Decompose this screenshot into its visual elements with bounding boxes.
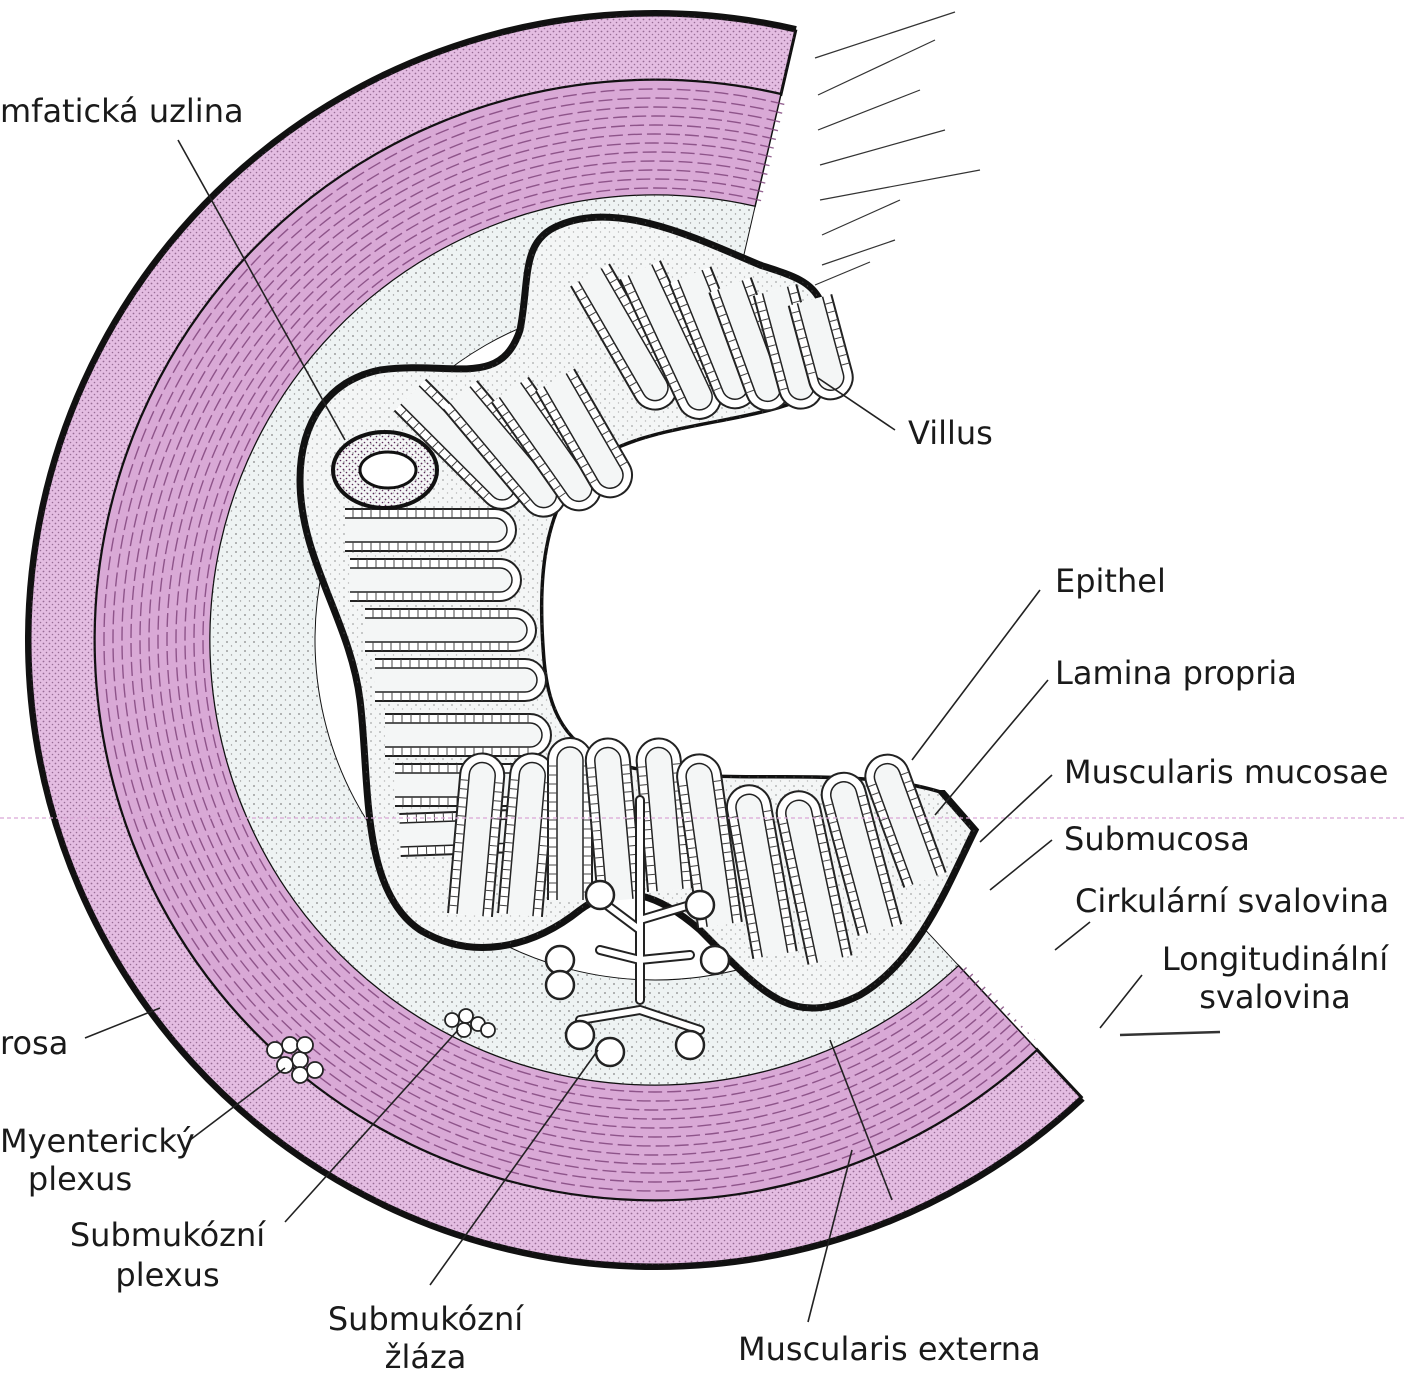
gland-acinus: [686, 891, 714, 919]
mesentery-line: [818, 90, 920, 130]
mesentery-line: [815, 262, 870, 285]
leader-circular-muscle: [1055, 922, 1090, 950]
mesentery-line: [820, 170, 980, 200]
submucosal-plexus-node: [457, 1023, 471, 1037]
label-longitudinal-muscle-2: svalovina: [1150, 978, 1400, 1016]
label-muscularis-externa: Muscularis externa: [738, 1330, 1041, 1368]
lymph-node-center: [360, 452, 416, 488]
label-longitudinal-muscle-1: Longitudinální: [1150, 940, 1400, 978]
myenteric-plexus-node: [267, 1042, 283, 1058]
submucosal-plexus-node: [445, 1013, 459, 1027]
leader-longitudinal-muscle: [1100, 975, 1142, 1028]
label-submucosal-gland-2: žláza: [308, 1338, 543, 1376]
gland-acinus: [596, 1038, 624, 1066]
villus: [375, 659, 546, 701]
myenteric-plexus-node: [277, 1057, 293, 1073]
gland-acinus: [586, 881, 614, 909]
villus-core: [350, 568, 512, 592]
label-lamina-propria: Lamina propria: [1055, 654, 1297, 692]
myenteric-plexus-node: [292, 1067, 308, 1083]
villus-core: [385, 723, 542, 747]
mesentery-line: [822, 200, 900, 235]
villus-core: [557, 747, 583, 900]
gland-acinus: [566, 1021, 594, 1049]
label-serosa: rosa: [0, 1024, 68, 1062]
villus: [345, 509, 516, 551]
label-submucosal-gland-1: Submukózní: [308, 1300, 543, 1338]
myenteric-plexus-node: [282, 1037, 298, 1053]
mesentery-line: [822, 240, 895, 265]
gland-acinus: [701, 946, 729, 974]
label-myenteric-1: Myenterický: [0, 1122, 180, 1160]
label-villus: Villus: [908, 414, 993, 452]
label-submucosa: Submucosa: [1064, 820, 1250, 858]
myenteric-plexus-node: [297, 1037, 313, 1053]
submucosal-plexus-node: [481, 1023, 495, 1037]
label-myenteric-2: plexus: [0, 1160, 160, 1198]
label-lymph-node: mfatická uzlina: [0, 92, 244, 130]
lymph-node-icon: [333, 432, 437, 508]
label-muscularis-mucosae: Muscularis mucosae: [1064, 753, 1388, 791]
mesentery-line: [818, 40, 935, 95]
leader-submucosa: [990, 840, 1052, 890]
gland-acinus: [676, 1031, 704, 1059]
leader-serosa: [85, 1008, 160, 1038]
villus: [350, 559, 521, 601]
label-submucosal-plexus-2: plexus: [50, 1256, 285, 1294]
villus: [385, 714, 551, 756]
villus-core: [365, 618, 527, 642]
mesentery-line: [1120, 1032, 1220, 1035]
mesentery-line: [820, 130, 945, 165]
myenteric-plexus-node: [307, 1062, 323, 1078]
myenteric-plexus-node: [292, 1052, 308, 1068]
villus-core: [345, 518, 507, 542]
label-epithel: Epithel: [1055, 562, 1166, 600]
label-circular-muscle: Cirkulární svalovina: [1075, 882, 1389, 920]
villus-core: [375, 668, 537, 692]
label-submucosal-plexus-1: Submukózní: [50, 1216, 285, 1254]
mesentery-line: [815, 12, 955, 58]
gland-acinus: [546, 971, 574, 999]
villus: [365, 609, 536, 651]
